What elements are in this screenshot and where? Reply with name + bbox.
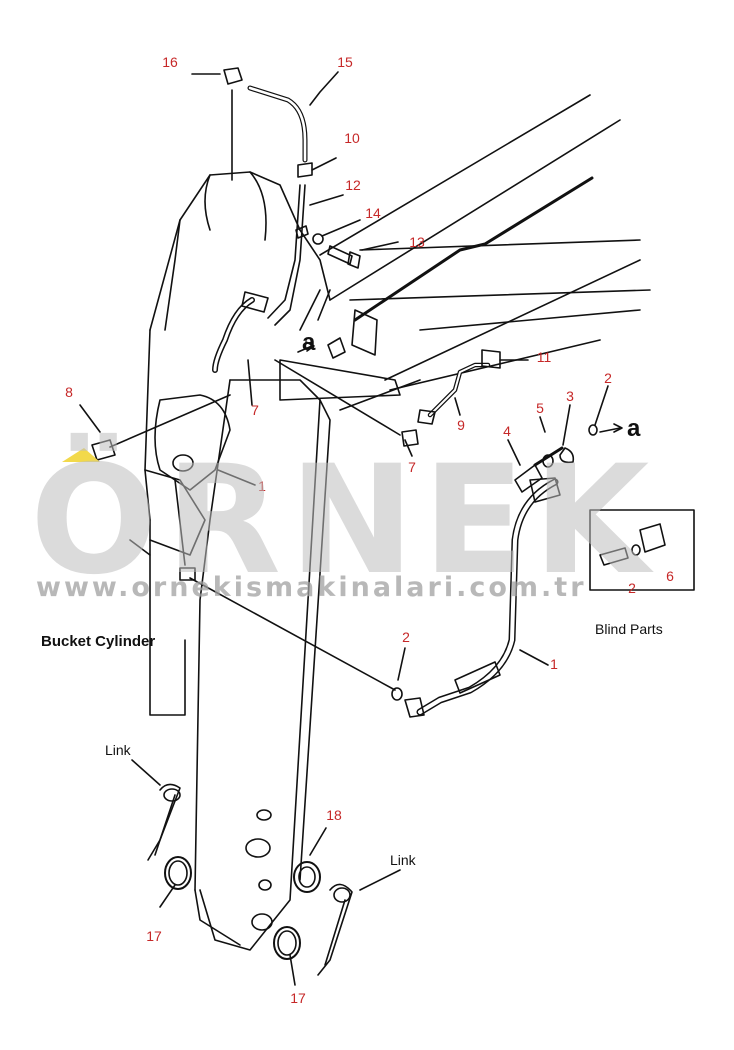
link-left — [147, 783, 181, 861]
callout-8: 8 — [65, 384, 73, 400]
callout-7-lower: 7 — [408, 459, 416, 475]
bucket-cylinder-label: Bucket Cylinder — [41, 633, 155, 650]
blind-parts-label: Blind Parts — [595, 621, 663, 637]
callout-2-blind: 2 — [628, 580, 636, 596]
link-right — [317, 883, 353, 976]
blind-parts-box — [589, 509, 695, 591]
callout-3: 3 — [566, 388, 574, 404]
callout-10: 10 — [344, 130, 360, 146]
o-ring-17-left — [164, 856, 192, 890]
callout-1-upper: 1 — [258, 478, 266, 494]
callout-17-left: 17 — [146, 928, 162, 944]
ref-a-right: a — [627, 415, 641, 442]
callout-18: 18 — [326, 807, 342, 823]
callout-1-lower: 1 — [550, 656, 558, 672]
link-left-label: Link — [105, 742, 132, 758]
hose-15 — [247, 85, 308, 163]
callout-6: 6 — [666, 568, 674, 584]
o-ring-18 — [293, 861, 321, 893]
callout-14: 14 — [365, 205, 381, 221]
o-ring-17-right — [273, 926, 301, 960]
callout-7-upper: 7 — [251, 402, 259, 418]
accent-mark — [62, 448, 100, 462]
callout-4: 4 — [503, 423, 511, 439]
callout-9: 9 — [457, 417, 465, 433]
arm-body — [149, 379, 331, 951]
callout-2-top: 2 — [604, 370, 612, 386]
callout-17-right: 17 — [290, 990, 306, 1006]
callout-11: 11 — [537, 349, 552, 365]
hose-1-left — [212, 297, 255, 373]
callout-15: 15 — [337, 54, 353, 70]
boom-body — [144, 94, 651, 521]
callout-2-mid: 2 — [402, 629, 410, 645]
ref-a-left: a — [302, 329, 316, 356]
callout-13: 13 — [409, 234, 425, 250]
callout-5: 5 — [536, 400, 544, 416]
callout-layer: 16 15 10 12 14 13 8 7 11 2 3 5 4 9 7 1 6… — [65, 54, 674, 1006]
link-right-label: Link — [390, 852, 417, 868]
callout-16: 16 — [162, 54, 178, 70]
callout-12: 12 — [345, 177, 361, 193]
